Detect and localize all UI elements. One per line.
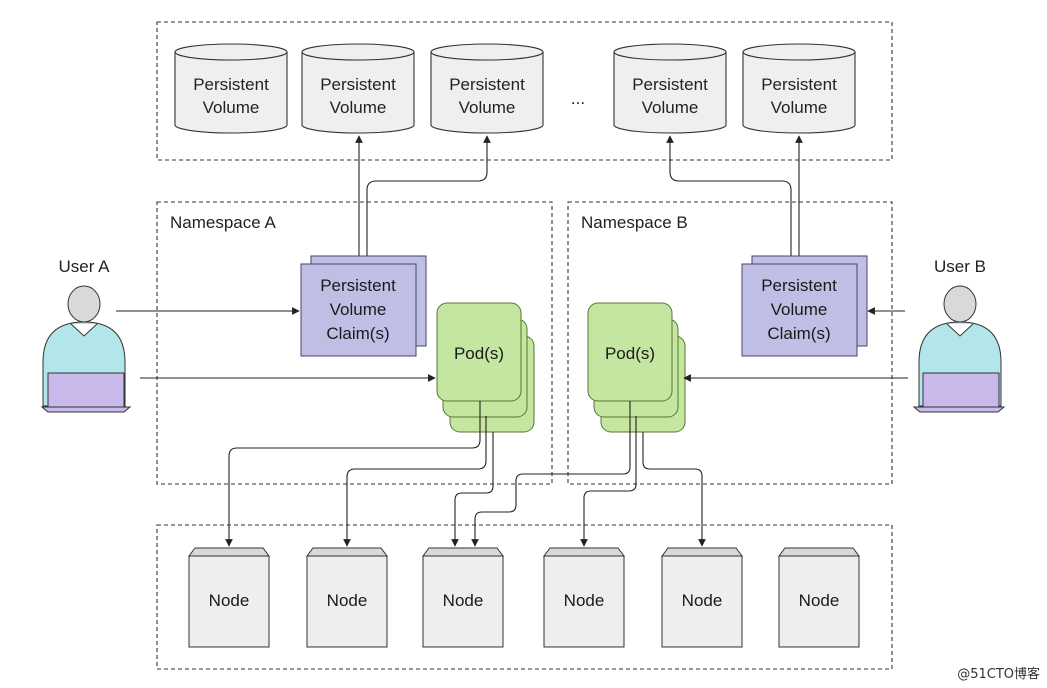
claim-label-line2: Volume xyxy=(771,300,828,319)
user-a-person-icon xyxy=(40,285,132,413)
namespace-a-region xyxy=(156,201,553,485)
volume-label-line2: Volume xyxy=(459,98,516,117)
watermark: @51CTO博客 xyxy=(957,666,1040,682)
persistent-volume-3: Persistent Volume xyxy=(430,43,544,134)
persistent-volume-claim-b: Persistent Volume Claim(s) xyxy=(741,255,868,357)
user-b: User B xyxy=(912,257,1006,413)
claim-label-line1: Persistent xyxy=(320,276,396,295)
claim-label-line1: Persistent xyxy=(761,276,837,295)
volume-label-line2: Volume xyxy=(203,98,260,117)
volume-label-line2: Volume xyxy=(642,98,699,117)
persistent-volume-2: Persistent Volume xyxy=(301,43,415,134)
pod-a-to-node-1-arrow xyxy=(225,401,481,547)
node-1: Node xyxy=(188,547,270,648)
volume-label-line1: Persistent xyxy=(761,75,837,94)
claim-a-to-volume-3-arrow xyxy=(366,135,491,257)
persistent-volume-claim-a: Persistent Volume Claim(s) xyxy=(300,255,427,357)
user-a-label: User A xyxy=(58,257,110,276)
claim-b-to-volume-4-arrow xyxy=(666,135,792,257)
node-label: Node xyxy=(564,591,605,610)
user-b-person-icon xyxy=(912,285,1006,413)
pod-label: Pod(s) xyxy=(605,344,655,363)
volume-label-line2: Volume xyxy=(771,98,828,117)
namespace-b-label: Namespace B xyxy=(581,213,688,232)
pod-b-to-node-4-arrow xyxy=(580,416,637,547)
pods-namespace-a: Pod(s) xyxy=(436,302,535,433)
claim-label-line2: Volume xyxy=(330,300,387,319)
persistent-volumes-region xyxy=(156,21,893,161)
volume-label-line1: Persistent xyxy=(449,75,525,94)
node-label: Node xyxy=(327,591,368,610)
persistent-volume-4: Persistent Volume xyxy=(613,43,727,134)
volumes-ellipsis: ... xyxy=(571,89,585,108)
pod-b-to-node-5-arrow xyxy=(642,432,706,547)
node-label: Node xyxy=(799,591,840,610)
node-3: Node xyxy=(422,547,504,648)
node-6: Node xyxy=(778,547,860,648)
nodes-region xyxy=(156,524,893,670)
pod-label: Pod(s) xyxy=(454,344,504,363)
node-label: Node xyxy=(682,591,723,610)
claim-label-line3: Claim(s) xyxy=(767,324,830,343)
namespace-b-region xyxy=(567,201,893,485)
node-2: Node xyxy=(306,547,388,648)
pods-namespace-b: Pod(s) xyxy=(587,302,686,433)
pod-a-to-node-2-arrow xyxy=(343,416,487,547)
pod-a-to-node-3-arrow xyxy=(451,432,494,547)
volume-label-line2: Volume xyxy=(330,98,387,117)
node-4: Node xyxy=(543,547,625,648)
namespace-a-label: Namespace A xyxy=(170,213,276,232)
node-5: Node xyxy=(661,547,743,648)
persistent-volume-5: Persistent Volume xyxy=(742,43,856,134)
user-a: User A xyxy=(40,257,132,413)
claim-label-line3: Claim(s) xyxy=(326,324,389,343)
user-b-label: User B xyxy=(934,257,986,276)
volume-label-line1: Persistent xyxy=(193,75,269,94)
volume-label-line1: Persistent xyxy=(632,75,708,94)
node-label: Node xyxy=(209,591,250,610)
pod-b-to-node-3-arrow xyxy=(471,401,631,547)
node-label: Node xyxy=(443,591,484,610)
volume-label-line1: Persistent xyxy=(320,75,396,94)
persistent-volume-1: Persistent Volume xyxy=(174,43,288,134)
